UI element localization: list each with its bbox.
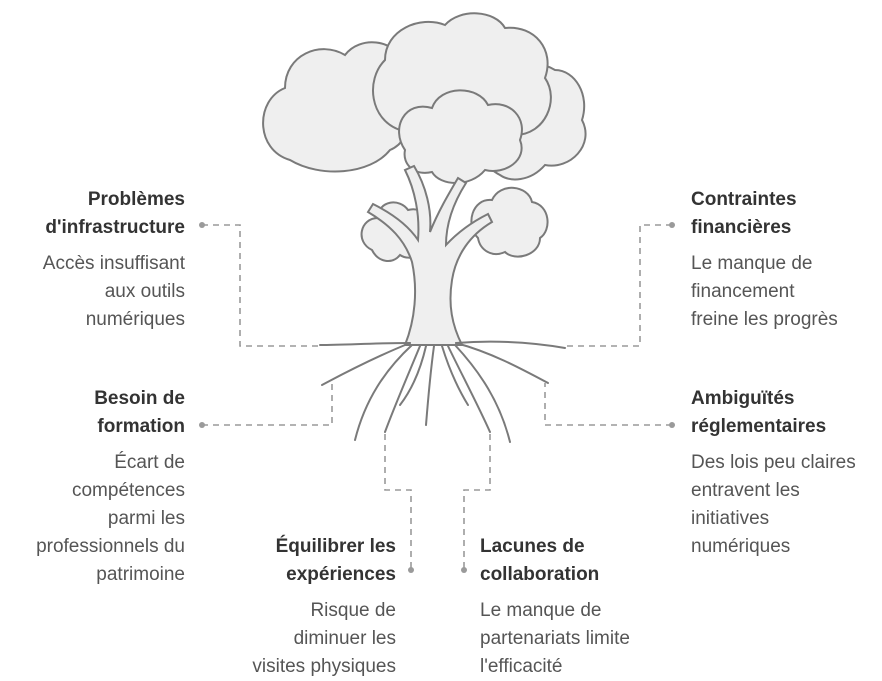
item-title: Lacunes de collaboration bbox=[480, 536, 600, 585]
item-title: Contraintes financières bbox=[691, 189, 797, 238]
root-inner-left bbox=[399, 345, 427, 406]
item-title: Ambiguïtés réglementaires bbox=[691, 388, 827, 437]
canopy-cloud-front bbox=[398, 89, 523, 184]
item-financieres: Contraintes financières Le manque de fin… bbox=[691, 186, 881, 334]
root-left-down bbox=[354, 344, 413, 441]
root-left-upper bbox=[321, 342, 411, 386]
connector-dot bbox=[461, 567, 467, 573]
root-left-far bbox=[319, 342, 411, 346]
canopy-cloud-small-right bbox=[470, 186, 549, 258]
item-title: Besoin de formation bbox=[94, 388, 185, 437]
item-description: Risque de diminuer les visites physiques bbox=[252, 600, 396, 677]
connector-reglementaires bbox=[544, 383, 672, 426]
item-description: Accès insuffisant aux outils numériques bbox=[42, 253, 185, 330]
connectors bbox=[202, 224, 672, 568]
connector-dot bbox=[669, 222, 675, 228]
item-infrastructure: Problèmes d'infrastructure Accès insuffi… bbox=[0, 186, 185, 334]
item-collaboration: Lacunes de collaboration Le manque de pa… bbox=[480, 533, 680, 681]
connector-dot bbox=[199, 422, 205, 428]
root-center-right bbox=[447, 345, 491, 433]
root-right-upper bbox=[455, 342, 549, 384]
connector-financieres bbox=[566, 224, 672, 347]
root-inner-right bbox=[441, 345, 469, 406]
tree-trunk bbox=[366, 164, 494, 346]
connector-dots bbox=[199, 222, 675, 573]
item-experiences: Équilibrer les expériences Risque de dim… bbox=[196, 533, 396, 681]
tree-roots bbox=[319, 340, 566, 443]
connector-collaboration bbox=[463, 432, 491, 568]
item-formation: Besoin de formation Écart de compétences… bbox=[0, 385, 185, 589]
connector-infrastructure bbox=[202, 224, 318, 347]
connector-dot bbox=[408, 567, 414, 573]
item-description: Le manque de financement freine les prog… bbox=[691, 253, 838, 330]
item-title: Équilibrer les expériences bbox=[275, 536, 396, 585]
root-center bbox=[425, 345, 435, 426]
root-right-far bbox=[455, 340, 566, 349]
connector-dot bbox=[199, 222, 205, 228]
root-right-down bbox=[454, 344, 511, 443]
connector-formation bbox=[202, 384, 333, 426]
item-description: Des lois peu claires entravent les initi… bbox=[691, 452, 856, 557]
item-description: Écart de compétences parmi les professio… bbox=[36, 452, 185, 585]
item-reglementaires: Ambiguïtés réglementaires Des lois peu c… bbox=[691, 385, 881, 561]
item-description: Le manque de partenariats limite l'effic… bbox=[480, 600, 630, 677]
connector-dot bbox=[669, 422, 675, 428]
connector-experiences bbox=[384, 432, 412, 568]
root-center-left bbox=[384, 345, 421, 433]
item-title: Problèmes d'infrastructure bbox=[45, 189, 185, 238]
